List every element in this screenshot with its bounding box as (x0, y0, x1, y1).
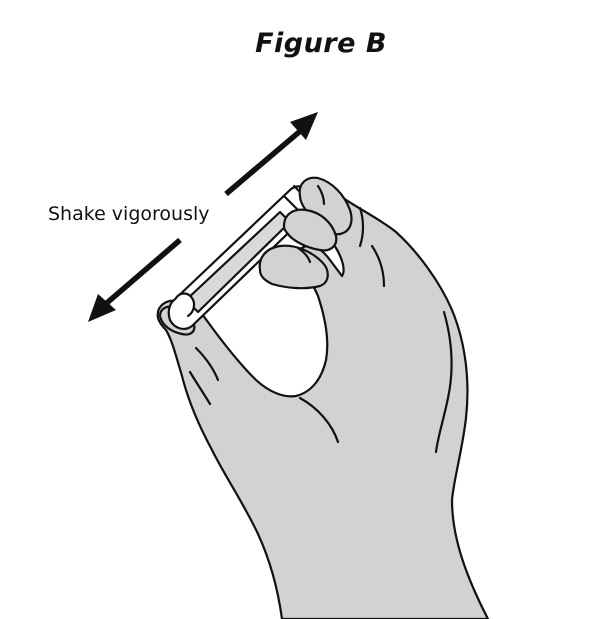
shake-vigorously-label: Shake vigorously (48, 203, 210, 225)
arrow-lower-shaft (101, 240, 180, 308)
arrow-upper-shaft (226, 127, 305, 194)
hand-holding-vial-icon (158, 178, 488, 619)
